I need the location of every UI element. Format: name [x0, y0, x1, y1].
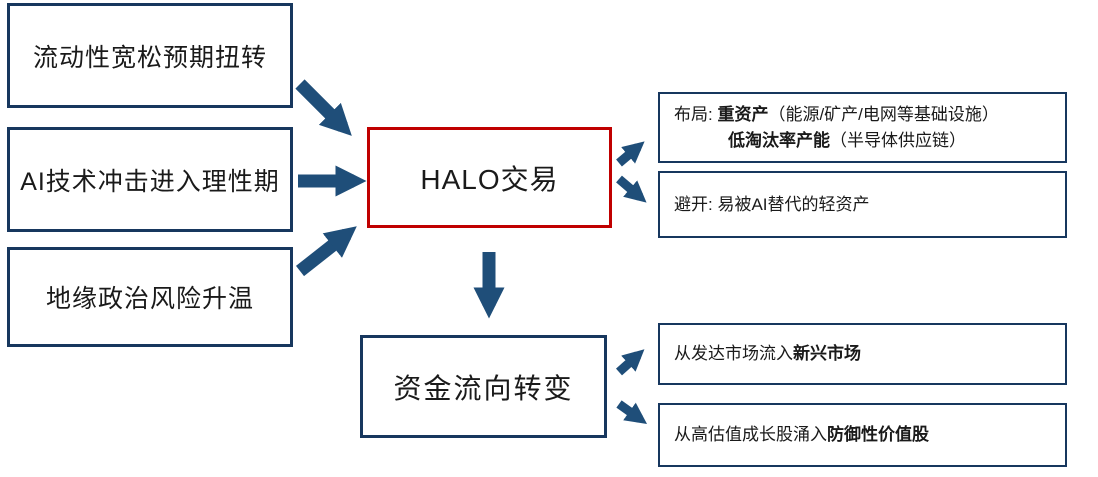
arrow-halo-to-layout — [616, 141, 645, 167]
outcome-emerging-prefix: 从发达市场流入 — [674, 344, 793, 363]
cause-box-geopolitics: 地缘政治风险升温 — [7, 247, 293, 347]
arrow-halo-to-avoid — [616, 175, 647, 203]
outcome-box-layout: 布局: 重资产（能源/矿产/电网等基础设施） 低淘汰率产能（半导体供应链） — [658, 92, 1067, 163]
outcome-avoid-prefix: 避开: — [674, 194, 718, 214]
outcome-layout-line2: 低淘汰率产能（半导体供应链） — [728, 128, 966, 154]
outcome-emerging-bold: 新兴市场 — [793, 344, 861, 363]
halo-trade-box: HALO交易 — [367, 127, 612, 228]
cause-box-liquidity: 流动性宽松预期扭转 — [7, 3, 293, 108]
arrow-geopolitics-to-halo — [295, 226, 357, 277]
cause-label-liquidity: 流动性宽松预期扭转 — [32, 43, 267, 72]
outcome-layout-line1: 布局: 重资产（能源/矿产/电网等基础设施） — [674, 102, 999, 128]
arrow-flow-to-value — [616, 400, 648, 425]
outcome-value-line: 从高估值成长股涌入防御性价值股 — [674, 422, 929, 448]
outcome-layout-examples1: （能源/矿产/电网等基础设施） — [768, 104, 999, 124]
outcome-emerging-line: 从发达市场流入新兴市场 — [674, 341, 861, 367]
outcome-box-avoid: 避开: 易被AI替代的轻资产 — [658, 171, 1067, 238]
cause-label-ai: AI技术冲击进入理性期 — [20, 167, 280, 196]
outcome-avoid-text: 易被AI替代的轻资产 — [717, 194, 870, 214]
outcome-layout-prefix: 布局: — [674, 104, 718, 124]
capital-flow-label: 资金流向转变 — [393, 372, 574, 404]
outcome-layout-low-churn: 低淘汰率产能 — [728, 130, 830, 150]
outcome-layout-heavy-assets: 重资产 — [717, 104, 769, 124]
halo-trade-label: HALO交易 — [420, 163, 559, 195]
capital-flow-box: 资金流向转变 — [360, 335, 607, 438]
arrow-flow-to-emerging — [615, 349, 645, 376]
cause-label-geopolitics: 地缘政治风险升温 — [45, 285, 254, 313]
outcome-value-prefix: 从高估值成长股涌入 — [674, 425, 827, 444]
outcome-avoid-line: 避开: 易被AI替代的轻资产 — [674, 192, 870, 218]
outcome-value-bold: 防御性价值股 — [827, 425, 929, 444]
arrow-liquidity-to-halo — [295, 79, 352, 136]
outcome-box-value-stocks: 从高估值成长股涌入防御性价值股 — [658, 403, 1067, 467]
outcome-box-emerging-markets: 从发达市场流入新兴市场 — [658, 323, 1067, 385]
outcome-layout-examples2: （半导体供应链） — [830, 130, 966, 150]
cause-box-ai: AI技术冲击进入理性期 — [7, 127, 293, 232]
